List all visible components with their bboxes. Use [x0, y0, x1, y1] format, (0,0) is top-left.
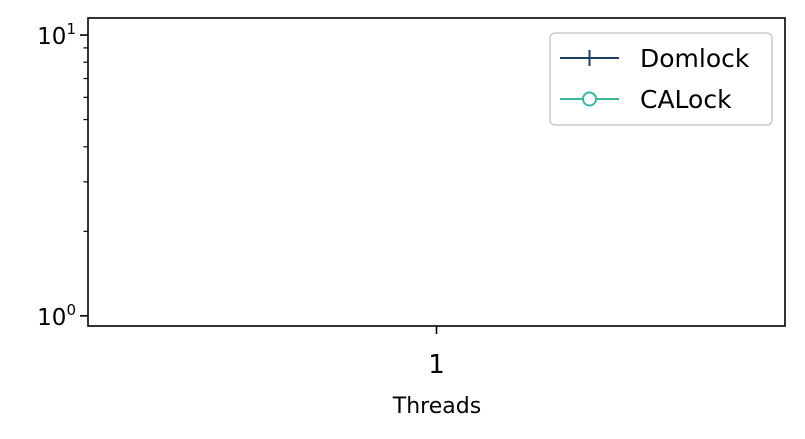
y-axis: 100 101 — [37, 20, 88, 331]
legend-label-domlock: Domlock — [640, 44, 750, 73]
x-axis-label: Threads — [392, 394, 481, 419]
legend-entry-calock: CALock — [560, 85, 732, 114]
y-tick-label: 101 — [37, 20, 76, 50]
legend-box — [549, 32, 773, 126]
legend-entry-domlock: Domlock — [560, 44, 750, 73]
legend-label-calock: CALock — [640, 85, 732, 114]
y-tick-label: 100 — [37, 301, 76, 331]
x-tick-label: 1 — [428, 350, 445, 380]
x-axis: 1 — [428, 326, 445, 380]
plus-marker-icon — [581, 50, 598, 66]
circle-marker-icon — [582, 91, 597, 107]
legend: Domlock CALock — [549, 32, 773, 126]
